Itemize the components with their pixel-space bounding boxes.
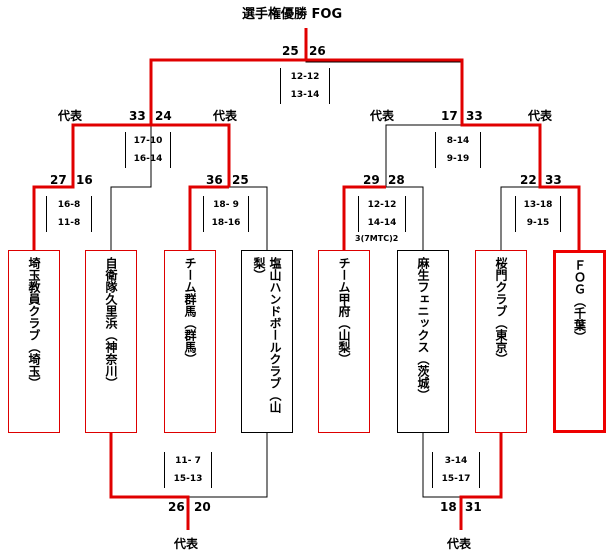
rep-label: 代表 [58, 109, 83, 123]
final-score-right: 26 [309, 44, 326, 58]
bracket-line [500, 186, 540, 250]
set-score: 15-13 [173, 474, 203, 484]
set-score: 17-10 [133, 136, 163, 146]
set-score: 11-8 [57, 218, 81, 228]
winner-line [304, 28, 464, 62]
winner-line [188, 185, 229, 250]
bracket-line [188, 433, 268, 498]
bracket-line [422, 433, 461, 498]
qf2-score-left: 36 [206, 173, 223, 187]
qf1-score-left: 27 [50, 173, 67, 187]
team-box: 麻生フェニックス（茨城） [397, 250, 449, 433]
set-score: 13-18 [523, 200, 553, 210]
bracket-line [385, 124, 462, 187]
team-box: チーム群馬（群馬） [164, 250, 216, 433]
semi-left-set-scores: 17-10 16-14 [125, 132, 171, 168]
rep-label: 代表 [213, 109, 238, 123]
set-score: 9-15 [526, 218, 550, 228]
final-score-left: 25 [282, 44, 299, 58]
set-score: 3-14 [444, 456, 468, 466]
playoff2-score-left: 18 [440, 500, 457, 514]
qf2-set-scores: 18- 9 18-16 [203, 196, 249, 232]
semi-right-score-right: 33 [466, 109, 483, 123]
set-score: 8-14 [446, 136, 470, 146]
qf4-set-scores: 13-18 9-15 [515, 196, 561, 232]
set-score: 14-14 [367, 218, 397, 228]
final-set-scores: 12-12 13-14 [280, 68, 330, 104]
bracket-line [386, 186, 424, 250]
set-score: 18- 9 [213, 200, 239, 210]
playoff2-score-right: 31 [465, 500, 482, 514]
team-box: 自衛隊久里浜（神奈川） [85, 250, 137, 433]
rep-label: 代表 [528, 109, 553, 123]
qf4-score-right: 33 [545, 173, 562, 187]
qf4-score-left: 22 [520, 173, 537, 187]
bracket-line [110, 125, 152, 250]
bracket-line [229, 186, 268, 250]
champion-team-box: ＦＯＧ（千葉） [553, 250, 606, 433]
team-box: 塩山ハンドボールクラブ（山梨） [241, 250, 293, 433]
tiebreak-note: 3(7MTC)2 [355, 234, 399, 243]
set-score: 16-8 [57, 200, 81, 210]
set-score: 12-12 [367, 200, 397, 210]
semi-right-score-left: 17 [441, 109, 458, 123]
set-score: 13-14 [290, 90, 320, 100]
page-title: 選手権優勝 FOG [242, 7, 343, 22]
team-box: チーム甲府（山梨） [318, 250, 370, 433]
team-box: 埼玉教員クラブ（埼玉） [8, 250, 60, 433]
qf3-score-left: 29 [363, 173, 380, 187]
qf1-score-right: 16 [76, 173, 93, 187]
set-score: 16-14 [133, 154, 163, 164]
set-score: 18-16 [211, 218, 241, 228]
semi-left-score-right: 24 [155, 109, 172, 123]
qf3-score-right: 28 [388, 173, 405, 187]
set-score: 12-12 [290, 72, 320, 82]
winner-line [459, 433, 503, 530]
set-score: 11- 7 [175, 456, 201, 466]
rep-label: 代表 [174, 537, 199, 551]
set-score: 15-17 [441, 474, 471, 484]
qf2-score-right: 25 [232, 173, 249, 187]
winner-line [109, 433, 190, 530]
rep-label: 代表 [370, 109, 395, 123]
qf1-set-scores: 16-8 11-8 [46, 196, 92, 232]
semi-left-score-left: 33 [129, 109, 146, 123]
qf3-set-scores: 12-12 14-14 [358, 196, 406, 232]
set-score: 9-19 [446, 154, 470, 164]
semi-right-set-scores: 8-14 9-19 [435, 132, 481, 168]
rep-label: 代表 [447, 537, 472, 551]
playoff1-set-scores: 11- 7 15-13 [164, 452, 212, 488]
playoff1-score-left: 26 [168, 500, 185, 514]
winner-line [460, 60, 581, 250]
playoff2-set-scores: 3-14 15-17 [432, 452, 480, 488]
winner-line [32, 123, 151, 250]
winner-line [342, 185, 386, 250]
team-box: 桜門クラブ（東京） [475, 250, 527, 433]
playoff1-score-right: 20 [194, 500, 211, 514]
